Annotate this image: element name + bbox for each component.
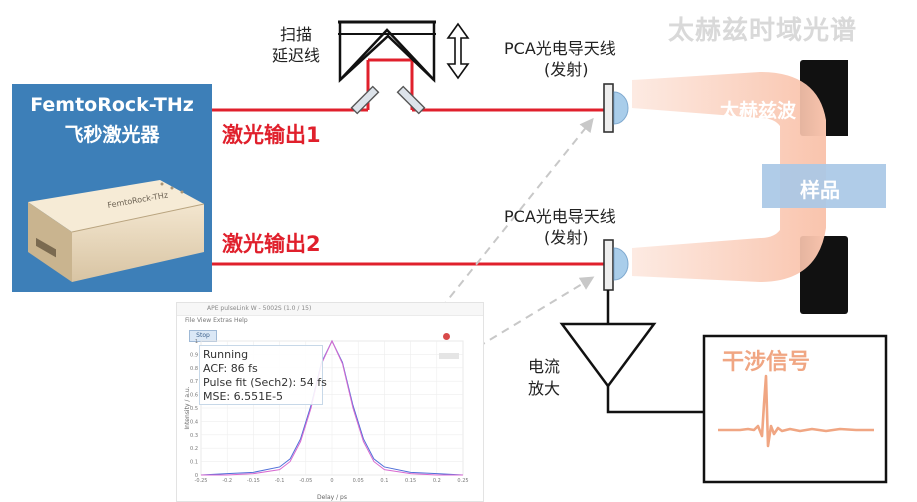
- x-tick-label: 0.15: [405, 478, 416, 484]
- femtosecond-laser-box: FemtoRock-THz 飞秒激光器 FemtoRock-THz: [12, 84, 212, 292]
- software-titlebar: APE pulseLink W - 5002S (1.0 / 15): [177, 303, 483, 316]
- laser-name-line1: FemtoRock-THz: [30, 94, 194, 116]
- x-tick-label: 0.2: [433, 478, 441, 484]
- laser-output-2-label: 激光输出2: [222, 232, 321, 256]
- pca-emitter-lens: [613, 91, 629, 125]
- plot-ylabel: Intensity / a.u.: [184, 386, 191, 429]
- x-tick-label: -0.15: [247, 478, 260, 484]
- signal-box: [702, 334, 888, 484]
- x-tick-label: -0.05: [299, 478, 312, 484]
- scan-double-arrow: [446, 22, 470, 80]
- amplifier-output-wire: [606, 386, 704, 414]
- pca-emitter-label: PCA光电导天线 (发射): [504, 39, 616, 79]
- sample-label: 样品: [800, 178, 840, 202]
- laser-name-line2: 飞秒激光器: [64, 124, 160, 146]
- x-tick-label: -0.2: [222, 478, 232, 484]
- retroreflector-inner: [339, 28, 435, 81]
- scan-delay-label: 扫描 延迟线: [272, 25, 321, 65]
- acf-series-line: [201, 339, 463, 476]
- mirror-right: [396, 85, 426, 115]
- status-overlay: Running ACF: 86 fs Pulse fit (Sech2): 54…: [199, 345, 327, 405]
- x-tick-label: -0.25: [195, 478, 208, 484]
- interference-signal-label: 干涉信号: [722, 350, 811, 375]
- status-line: Pulse fit (Sech2): 54 fs: [203, 376, 327, 389]
- x-tick-label: 0: [330, 478, 333, 484]
- amplifier-label: 电流 放大: [528, 357, 561, 398]
- amplifier-triangle: [559, 322, 657, 389]
- laser-device-illustration: FemtoRock-THz: [28, 180, 205, 282]
- y-tick-label: 0: [195, 473, 198, 479]
- sample-block: [762, 164, 886, 208]
- y-tick-label: 0.5: [190, 406, 198, 412]
- record-icon: [443, 333, 450, 340]
- window-control-icon: [439, 353, 459, 359]
- y-tick-label: 0.8: [190, 366, 198, 372]
- software-window: APE pulseLink W - 5002S (1.0 / 15) File …: [176, 302, 484, 502]
- laser-output-1-label: 激光输出1: [222, 123, 321, 147]
- x-ticks: -0.25 -0.2 -0.15 -0.1 -0.05 0 0.05 0.1 0.15 0.2 0.…: [195, 478, 469, 484]
- software-title: APE pulseLink W - 5002S (1.0 / 15): [207, 305, 312, 312]
- x-tick-label: 0.1: [380, 478, 388, 484]
- y-tick-label: 0.2: [190, 446, 198, 452]
- pca-detector-lens: [613, 247, 629, 281]
- stop-button[interactable]: Stop: [189, 330, 217, 342]
- status-line: Running: [203, 348, 249, 361]
- software-menubar: File View Extras Help: [177, 317, 483, 324]
- corner-title: 太赫兹时域光谱: [668, 16, 858, 46]
- thz-beam-lower: [632, 180, 826, 282]
- thz-beam-upper: [632, 72, 826, 180]
- plot-series: [200, 339, 464, 476]
- status-line: MSE: 6.551E-5: [203, 390, 284, 403]
- x-tick-label: -0.1: [275, 478, 285, 484]
- y-tick-label: 0.7: [190, 379, 198, 385]
- y-tick-label: 0.3: [190, 433, 198, 439]
- y-tick-label: 0.6: [190, 393, 198, 399]
- software-menu: File View Extras Help: [185, 317, 248, 324]
- status-line: ACF: 86 fs: [203, 362, 258, 375]
- pca-emitter-plate: [603, 83, 614, 133]
- x-tick-label: 0.05: [353, 478, 364, 484]
- thz-wave-label: 太赫兹波: [720, 100, 797, 122]
- plot-xlabel: Delay / ps: [317, 494, 347, 501]
- y-tick-label: 0.1: [190, 460, 198, 466]
- mirror-left: [350, 85, 380, 115]
- x-tick-label: 0.25: [457, 478, 468, 484]
- y-tick-label: 0.4: [190, 419, 198, 425]
- y-tick-label: 0.9: [190, 352, 198, 358]
- pca-detector-label: PCA光电导天线 (发射): [504, 207, 616, 247]
- y-tick-label: 1: [195, 339, 198, 345]
- y-ticks: 1 0.9 0.8 0.7 0.6 0.5 0.4 0.3 0.2 0.1 0: [190, 339, 198, 479]
- interference-signal-trace: [718, 374, 874, 448]
